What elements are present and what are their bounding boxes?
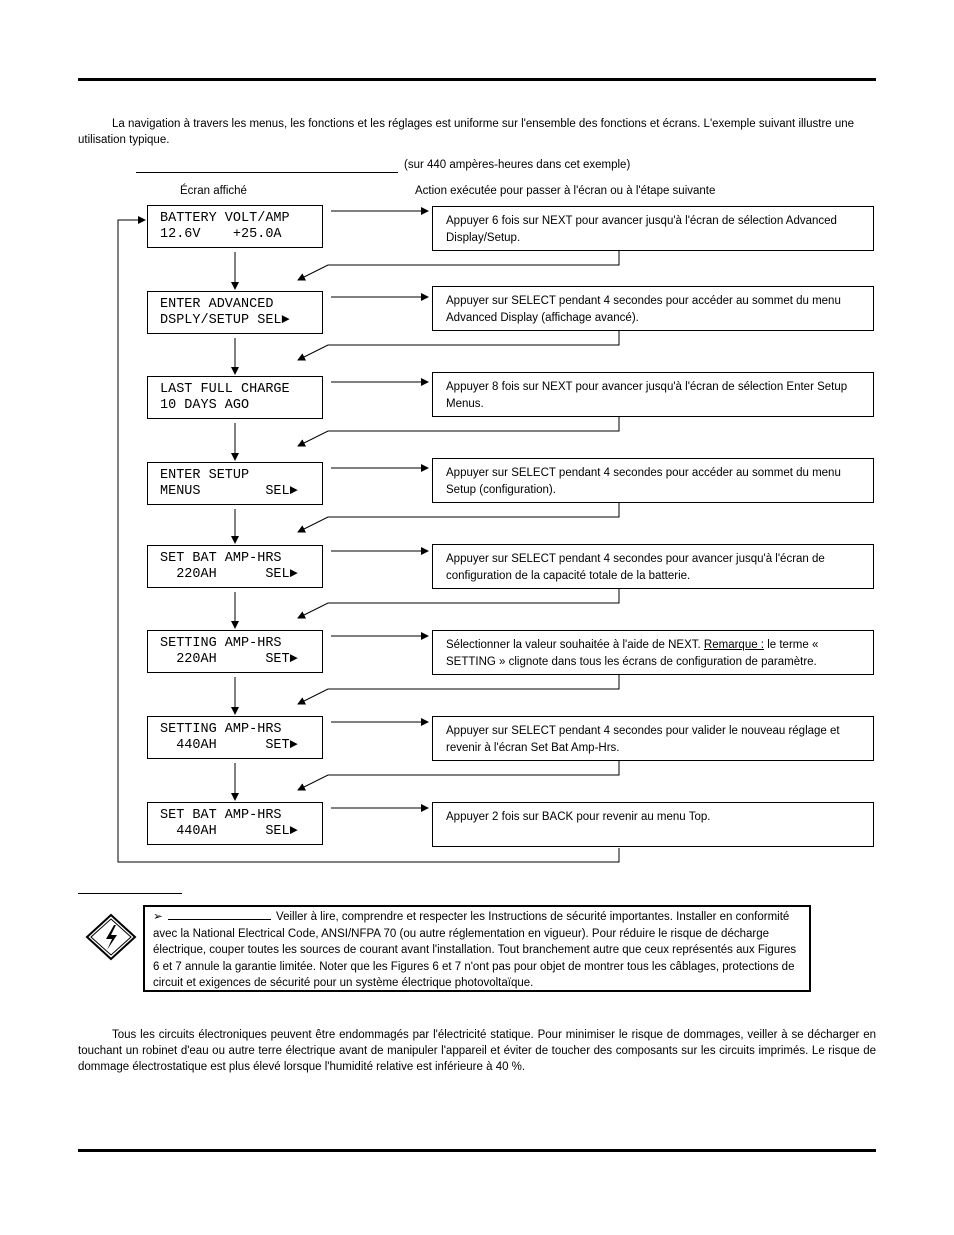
lcd-line-1: ENTER SETUP <box>160 468 250 483</box>
return-arrow <box>297 417 620 447</box>
lcd-line-2: 220AH SEL► <box>160 566 298 582</box>
action-text: le terme « SETTING » clignote dans tous … <box>446 639 819 668</box>
section-blank-line <box>78 893 182 894</box>
action-text: Sélectionner la valeur souhaitée à l'aid… <box>446 639 704 651</box>
lcd-line-1: SETTING AMP-HRS <box>160 636 282 651</box>
action-box: Appuyer 8 fois sur NEXT pour avancer jus… <box>432 372 874 417</box>
lcd-screen: SET BAT AMP-HRS 440AH SEL► <box>147 802 323 845</box>
top-rule <box>78 78 876 81</box>
action-box: Appuyer sur SELECT pendant 4 secondes po… <box>432 544 874 589</box>
action-remark-label: Remarque : <box>703 639 765 651</box>
lcd-line-2: 10 DAYS AGO <box>160 397 250 413</box>
lcd-screen: SETTING AMP-HRS 220AH SET► <box>147 630 323 673</box>
action-box: Appuyer 2 fois sur BACK pour revenir au … <box>432 802 874 847</box>
lcd-line-1: SET BAT AMP-HRS <box>160 808 282 823</box>
lcd-line-2: 12.6V +25.0A <box>160 226 282 242</box>
action-box: Appuyer sur SELECT pendant 4 secondes po… <box>432 286 874 331</box>
lcd-line-1: BATTERY VOLT/AMP <box>160 211 290 226</box>
static-paragraph: Tous les circuits électroniques peuvent … <box>78 1029 876 1073</box>
bottom-rule <box>78 1149 876 1152</box>
example-note: (sur 440 ampères-heures dans cet exemple… <box>404 159 631 171</box>
lcd-line-2: 220AH SET► <box>160 651 298 667</box>
return-arrow <box>297 331 620 361</box>
lcd-line-2: MENUS SEL► <box>160 483 298 499</box>
warning-text: Veiller à lire, comprendre et respecter … <box>153 911 797 989</box>
warning-bullet: ➢ <box>153 911 163 923</box>
lcd-line-1: SETTING AMP-HRS <box>160 722 282 737</box>
action-box: Sélectionner la valeur souhaitée à l'aid… <box>432 630 874 675</box>
lcd-line-2: 440AH SET► <box>160 737 298 753</box>
electric-shock-warning-icon <box>85 913 137 961</box>
lcd-line-1: SET BAT AMP-HRS <box>160 551 282 566</box>
lcd-line-2: 440AH SEL► <box>160 823 298 839</box>
lcd-line-1: LAST FULL CHARGE <box>160 382 290 397</box>
return-arrow <box>297 761 620 791</box>
return-arrow <box>297 675 620 705</box>
return-arrow <box>297 503 620 533</box>
lcd-line-2: DSPLY/SETUP SEL► <box>160 312 290 328</box>
warning-blank-line <box>167 909 271 920</box>
lcd-screen: SET BAT AMP-HRS 220AH SEL► <box>147 545 323 588</box>
return-arrow <box>297 589 620 619</box>
action-box: Appuyer sur SELECT pendant 4 secondes po… <box>432 716 874 761</box>
action-box: Appuyer sur SELECT pendant 4 secondes po… <box>432 458 874 503</box>
column-header-screen: Écran affiché <box>180 185 247 197</box>
lcd-screen: SETTING AMP-HRS 440AH SET► <box>147 716 323 759</box>
return-arrow <box>297 251 620 281</box>
column-header-action: Action exécutée pour passer à l'écran ou… <box>415 185 716 197</box>
safety-warning-box: ➢ Veiller à lire, comprendre et respecte… <box>143 905 811 992</box>
intro-paragraph: La navigation à travers les menus, les f… <box>78 118 855 146</box>
lcd-line-1: ENTER ADVANCED <box>160 297 274 312</box>
heading-blank-line <box>136 172 398 173</box>
action-box: Appuyer 6 fois sur NEXT pour avancer jus… <box>432 206 874 251</box>
